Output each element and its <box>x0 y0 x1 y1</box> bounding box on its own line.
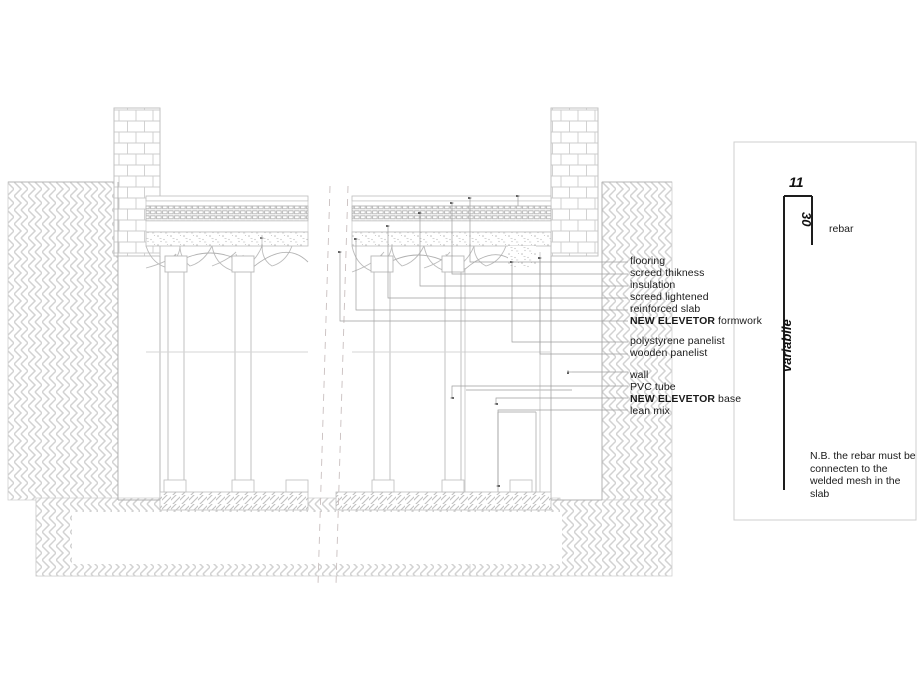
callout-flooring: flooring <box>630 255 666 267</box>
slab-layers-left <box>145 195 309 247</box>
callout-new-elevetor-base: NEW ELEVETOR base <box>630 393 742 405</box>
left-wall <box>117 182 161 501</box>
vault-structure-left <box>145 245 309 500</box>
rebar-shape <box>783 195 813 490</box>
detail-panel-note: N.B. the rebar must be connecten to the … <box>810 450 916 500</box>
callout-lean-mix: lean mix <box>630 405 670 417</box>
callout-pvc-tube: PVC tube <box>630 381 676 393</box>
callout-new-elevetor-formwork: NEW ELEVETOR formwork <box>630 315 763 327</box>
lean-mix-base <box>159 491 552 511</box>
dimension-top-11: 11 <box>789 174 804 190</box>
callout-screed-thickness: screed thikness <box>630 267 705 279</box>
dimension-variabile: variabile <box>779 319 794 372</box>
callout-screed-lightened: screed lightened <box>630 291 709 303</box>
callout-insulation: insulation <box>630 279 676 291</box>
slab-layers-right <box>351 195 552 247</box>
footing-blocks <box>163 479 533 493</box>
dimension-leg-30: 30 <box>799 212 814 227</box>
right-wall <box>550 182 603 501</box>
callout-reinforced-slab: reinforced slab <box>630 303 701 315</box>
ground-earth-fill <box>7 181 673 577</box>
right-masonry-pier <box>550 107 599 257</box>
callout-polystyrene-panelist: polystyrene panelist <box>630 335 725 347</box>
callout-wooden-panelist: wooden panelist <box>630 347 708 359</box>
callout-wall: wall <box>630 369 649 381</box>
callout-leader-lines <box>260 195 628 487</box>
detail-panel-frame <box>733 141 917 521</box>
break-line <box>317 185 349 586</box>
rebar-label: rebar <box>829 223 854 235</box>
